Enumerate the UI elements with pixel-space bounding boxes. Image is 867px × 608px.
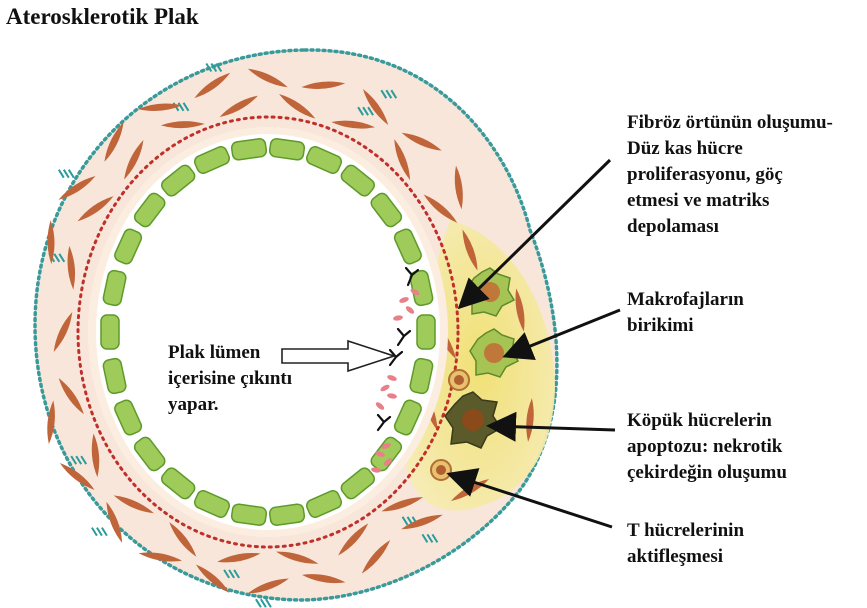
label-foam-cell: Köpük hücrelerin apoptozu: nekrotik çeki… bbox=[627, 408, 787, 486]
collagen-fiber bbox=[92, 528, 107, 536]
endothelial-cell bbox=[231, 138, 267, 161]
lumen bbox=[96, 134, 440, 530]
label-lumen: Plak lümen içerisine çıkıntı yapar. bbox=[168, 340, 292, 418]
collagen-fiber bbox=[59, 170, 74, 178]
endothelial-cell bbox=[231, 503, 267, 526]
endothelial-cell bbox=[269, 503, 305, 526]
macrophage-nucleus bbox=[484, 343, 504, 363]
collagen-fiber bbox=[256, 599, 271, 607]
endothelial-cell bbox=[269, 138, 305, 161]
label-t-cell: T hücrelerinin aktifleşmesi bbox=[627, 518, 744, 570]
label-fibrous-cap: Fibröz örtünün oluşumu- Düz kas hücre pr… bbox=[627, 110, 833, 240]
endothelial-cell bbox=[101, 315, 119, 349]
page-title: Aterosklerotik Plak bbox=[6, 4, 199, 30]
label-macrophage: Makrofajların birikimi bbox=[627, 287, 744, 339]
endothelial-cell bbox=[417, 315, 435, 349]
